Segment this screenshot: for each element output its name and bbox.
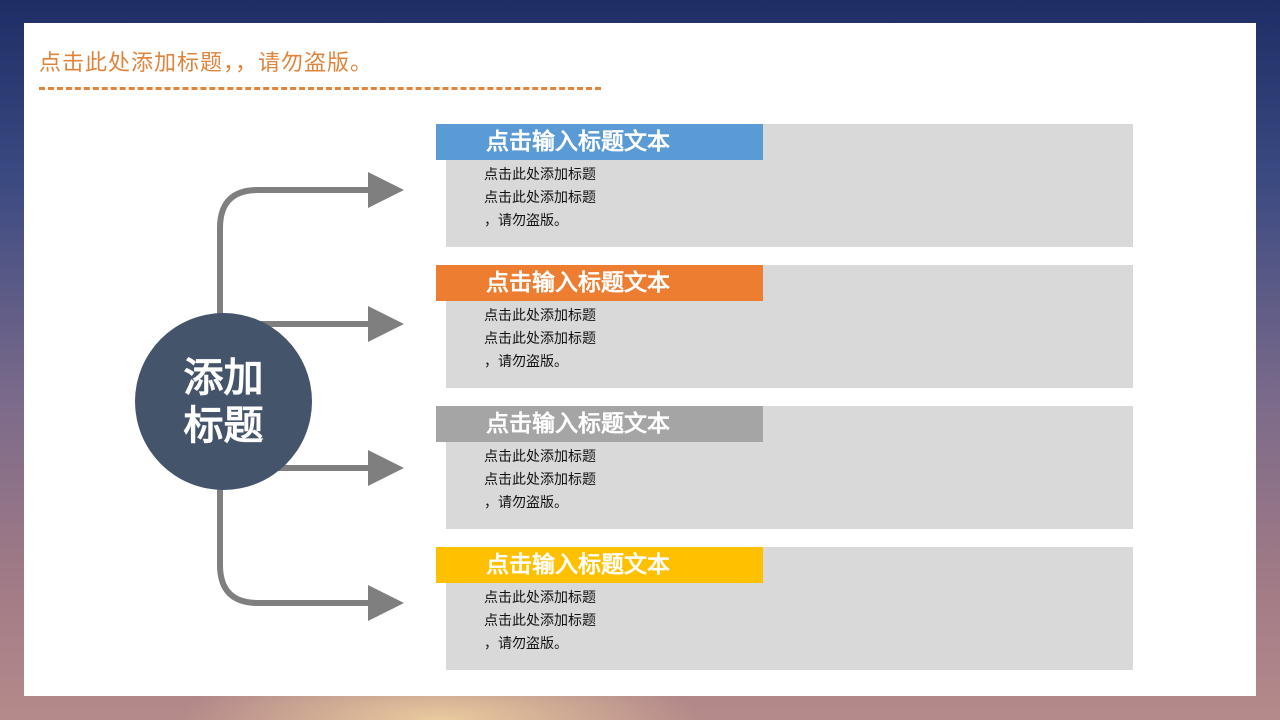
card-line: ，请勿盗版。 [484,495,568,511]
card-line: ，请勿盗版。 [484,213,568,229]
card-body-3[interactable]: 点击此处添加标题 点击此处添加标题 ，请勿盗版。 [484,446,596,515]
branch-arrows [217,172,404,621]
hub-label-line1: 添加 [183,354,264,401]
card-body-4[interactable]: 点击此处添加标题 点击此处添加标题 ，请勿盗版。 [484,587,596,656]
central-hub-circle[interactable]: 添加 标题 [135,313,312,490]
branch-card-3[interactable]: 点击输入标题文本 点击此处添加标题 点击此处添加标题 ，请勿盗版。 [436,406,1133,529]
branch-card-2[interactable]: 点击输入标题文本 点击此处添加标题 点击此处添加标题 ，请勿盗版。 [436,265,1133,388]
card-body-2[interactable]: 点击此处添加标题 点击此处添加标题 ，请勿盗版。 [484,305,596,374]
arrow-1-icon [217,172,404,323]
card-line: 点击此处添加标题 [484,331,596,347]
card-line: 点击此处添加标题 [484,190,596,206]
card-body-1[interactable]: 点击此处添加标题 点击此处添加标题 ，请勿盗版。 [484,164,596,233]
card-line: ，请勿盗版。 [484,636,568,652]
hub-label-line2: 标题 [183,402,264,449]
title-dashed-divider [39,87,601,90]
card-heading-2[interactable]: 点击输入标题文本 [436,265,763,301]
branch-card-4[interactable]: 点击输入标题文本 点击此处添加标题 点击此处添加标题 ，请勿盗版。 [436,547,1133,670]
card-line: 点击此处添加标题 [484,167,596,183]
branch-card-1[interactable]: 点击输入标题文本 点击此处添加标题 点击此处添加标题 ，请勿盗版。 [436,124,1133,247]
card-heading-4[interactable]: 点击输入标题文本 [436,547,763,583]
card-heading-1[interactable]: 点击输入标题文本 [436,124,763,160]
card-line: 点击此处添加标题 [484,449,596,465]
card-line: 点击此处添加标题 [484,308,596,324]
arrow-4-icon [217,483,404,621]
card-line: 点击此处添加标题 [484,590,596,606]
card-heading-3[interactable]: 点击输入标题文本 [436,406,763,442]
card-line: 点击此处添加标题 [484,472,596,488]
card-line: ，请勿盗版。 [484,354,568,370]
card-line: 点击此处添加标题 [484,613,596,629]
slide-canvas: 点击此处添加标题，，请勿盗版。 添加 标题 点击输入标题文本 点击此处添加标题 … [24,23,1256,696]
slide-title[interactable]: 点击此处添加标题，，请勿盗版。 [39,51,374,76]
